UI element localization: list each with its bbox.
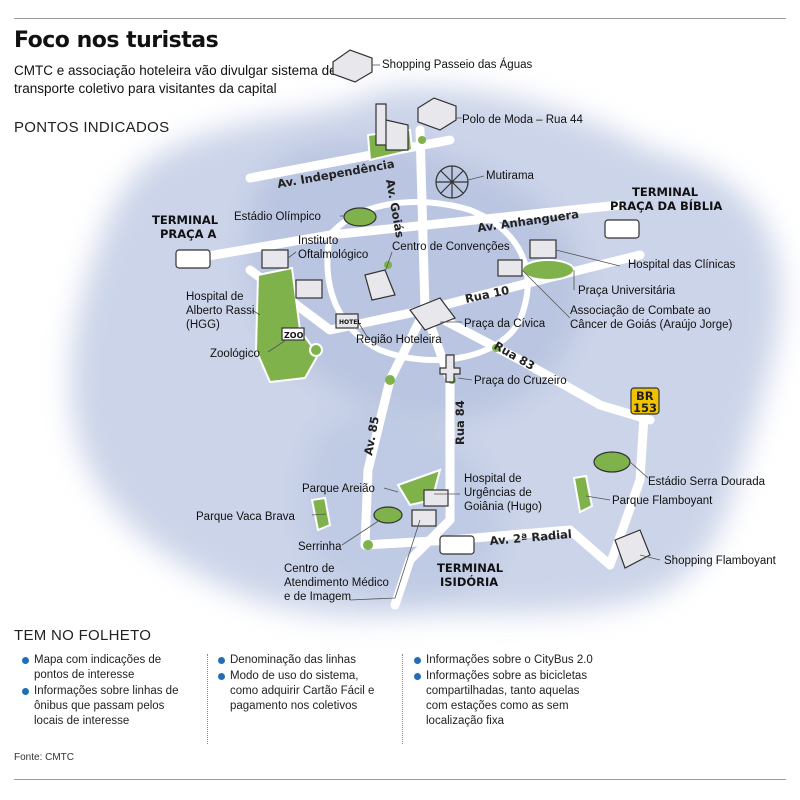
terminal-praca-a-bus-icon [175,249,211,269]
label-camei-1: Centro de [284,563,335,575]
label-hugo-3: Goiânia (Hugo) [464,501,542,513]
label-camei-3: e de Imagem [284,591,351,603]
folheto-item: Informações sobre linhas de ônibus que p… [22,684,197,729]
road-radial [360,525,615,570]
hospital-clinicas-icon [529,239,557,259]
leader-lines [251,64,661,601]
park-praca-universitaria [521,259,575,281]
cruzeiro-icon [439,354,461,383]
terminal-isidoria-1: TERMINAL [437,561,504,575]
label-serrinha: Serrinha [298,541,342,553]
shopping-aguas-icon [332,49,373,83]
folheto-item: Mapa com indicações de pontos de interes… [22,653,197,683]
label-zoologico: Zoológico [210,348,260,360]
label-praca-civica: Praça da Cívica [464,318,546,330]
araujo-jorge-icon [497,259,523,277]
label-instituto-1: Instituto [298,235,338,247]
road-av85 [360,305,430,550]
terminal-biblia-2: PRAÇA DA BÍBLIA [610,198,722,213]
top-rule [14,18,786,19]
source-note: Fonte: CMTC [14,752,75,763]
terminal-praca-a-1: TERMINAL [152,213,219,227]
label-polo-moda: Polo de Moda – Rua 44 [462,114,583,126]
park-flamboyant [572,474,594,514]
zoo-sign: ZOO [284,331,304,340]
park-hgg [254,266,320,384]
label-assoc-1: Associação de Combate ao [570,305,711,317]
folheto-item: Informações sobre as bicicletas comparti… [414,669,599,729]
label-praca-cruzeiro: Praça do Cruzeiro [474,375,567,387]
label-regiao-hoteleira: Região Hoteleira [356,334,442,346]
label-praca-universitaria: Praça Universitária [578,285,676,297]
folheto-item: Denominação das linhas [218,653,383,668]
label-hugo-2: Urgências de [464,487,532,499]
cathedral-icon [375,103,409,151]
terminal-praca-a-2: PRAÇA A [160,227,217,241]
label-estadio-olimpico: Estádio Olímpico [234,211,321,223]
label-hugo-1: Hospital de [464,473,522,485]
terminal-isidoria-2: ISIDÓRIA [440,574,498,589]
label-mutirama: Mutirama [486,170,535,182]
estadio-olimpico-icon [343,207,377,227]
serrinha-stadium-icon [373,506,403,524]
hugo-icon [423,489,449,507]
folheto-item: Informações sobre o CityBus 2.0 [414,653,599,668]
hotel-icon [335,313,359,329]
road-rua83 [420,305,655,425]
label-camei-2: Atendimento Médico [284,577,389,589]
label-parque-areiao: Parque Areião [302,483,375,495]
label-vaca-brava: Parque Vaca Brava [196,511,295,523]
terminal-biblia-bus-icon [604,219,640,239]
page-subtitle: CMTC e associação hoteleira vão divulgar… [14,63,337,96]
section-folheto: TEM NO FOLHETO [14,627,152,644]
page-title: Foco nos turistas [14,28,219,53]
label-parque-flamboyant: Parque Flamboyant [612,495,713,507]
label-hospital-clinicas: Hospital das Clínicas [628,259,736,271]
shopping-flamboyant-icon [614,529,651,569]
road-nodes [363,136,500,550]
centro-convencoes-icon [364,269,396,301]
terminal-isidoria-bus-icon [439,535,475,555]
column-divider [207,654,208,744]
label-shopping-aguas: Shopping Passeio das Águas [382,58,532,71]
road-br153 [605,395,650,570]
hotel-sign: HOTEL [339,319,361,326]
hgg-icon [295,279,323,299]
label-hgg-3: (HGG) [186,319,220,331]
bottom-rule [14,779,786,780]
road-goias [415,125,430,315]
label-centro-convencoes: Centro de Convenções [392,241,510,253]
label-estadio-serra: Estádio Serra Dourada [648,476,766,488]
folheto-item: Modo de uso do sistema, como adquirir Ca… [218,669,383,714]
label-shopping-flamboyant: Shopping Flamboyant [664,555,777,567]
folheto-col-2: Denominação das linhas Modo de uso do si… [218,653,383,715]
trees [309,343,323,357]
zoo-gate-icon [281,327,305,341]
br153-badge [630,387,660,415]
br153-bottom: 153 [633,401,657,415]
road-south [390,515,455,610]
estadio-serra-icon [593,451,631,473]
label-assoc-2: Câncer de Goiás (Araújo Jorge) [570,319,733,331]
section-pontos: PONTOS INDICADOS [14,119,170,136]
terminal-biblia-1: TERMINAL [632,185,699,199]
instituto-icon [261,249,289,269]
label-instituto-2: Oftalmológico [298,249,368,261]
road-label-av85: Av. 85 [361,415,382,456]
column-divider [402,654,403,744]
label-hgg-1: Hospital de [186,291,244,303]
camei-icon [411,509,437,527]
label-hgg-2: Alberto Rassi [186,305,254,317]
br153-top: BR [636,389,654,403]
folheto-col-3: Informações sobre o CityBus 2.0 Informaç… [414,653,599,730]
road-label-rua84: Rua 84 [453,400,467,445]
polo-moda-icon [417,97,457,131]
folheto-col-1: Mapa com indicações de pontos de interes… [22,653,197,730]
